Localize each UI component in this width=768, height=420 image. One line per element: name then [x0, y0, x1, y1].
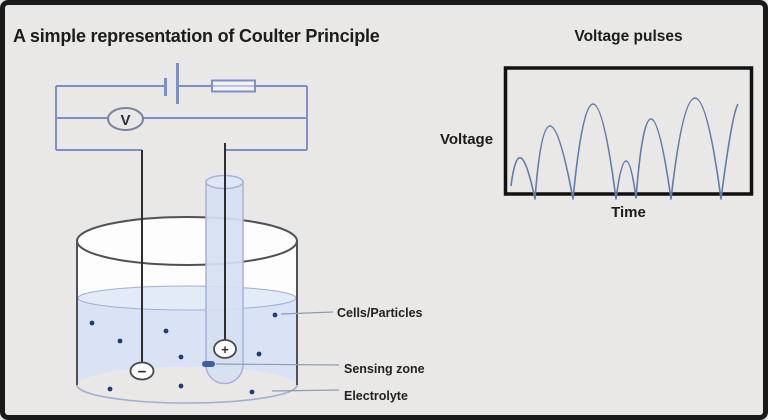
particle-dot [178, 383, 184, 389]
leader-lines [215, 311, 340, 392]
positive-electrode-symbol: + [221, 342, 229, 357]
cells-particles-label: Cells/Particles [337, 306, 423, 320]
voltage-pulse-curve [510, 97, 739, 200]
particle-dot [117, 338, 123, 344]
page-title: A simple representation of Coulter Princ… [13, 26, 380, 46]
electrolyte-leader-line [271, 389, 340, 392]
particle-dot [256, 351, 262, 357]
particle-dot [163, 328, 169, 334]
voltmeter: V [107, 107, 144, 131]
voltage-axis-label: Voltage [440, 131, 494, 148]
particle-dot [178, 354, 184, 360]
particle-dots [89, 312, 278, 395]
voltmeter-body [107, 107, 144, 131]
particle-dot [89, 320, 95, 326]
cells-leader-line [280, 311, 334, 315]
sensing-zone-marker [202, 361, 215, 367]
pulse-chart-frame [503, 66, 754, 196]
voltmeter-label: V [120, 112, 130, 129]
pulse-chart-title: Voltage pulses [574, 28, 683, 45]
positive-electrode-body [213, 339, 237, 359]
positive-electrode: + [213, 339, 237, 359]
pulse-chart [503, 66, 754, 200]
particle-dot [272, 312, 278, 318]
circuit [55, 63, 308, 151]
beaker-bottom-outline [76, 384, 298, 404]
electrode-wires [141, 143, 226, 364]
electrolyte-liquid [78, 298, 296, 385]
particle-dot [249, 389, 255, 395]
particle-dot [107, 386, 113, 392]
sensing-leader-line [215, 363, 340, 366]
electrolyte-label: Electrolyte [344, 389, 408, 403]
negative-electrode: − [129, 361, 155, 381]
liquid-surface [77, 285, 297, 311]
battery-icon [164, 63, 179, 104]
beaker [76, 216, 298, 404]
negative-electrode-symbol: − [138, 364, 147, 381]
sensing-zone-label: Sensing zone [344, 362, 425, 376]
resistor-icon [211, 79, 256, 93]
negative-electrode-body [129, 361, 155, 381]
time-axis-label: Time [611, 204, 646, 221]
